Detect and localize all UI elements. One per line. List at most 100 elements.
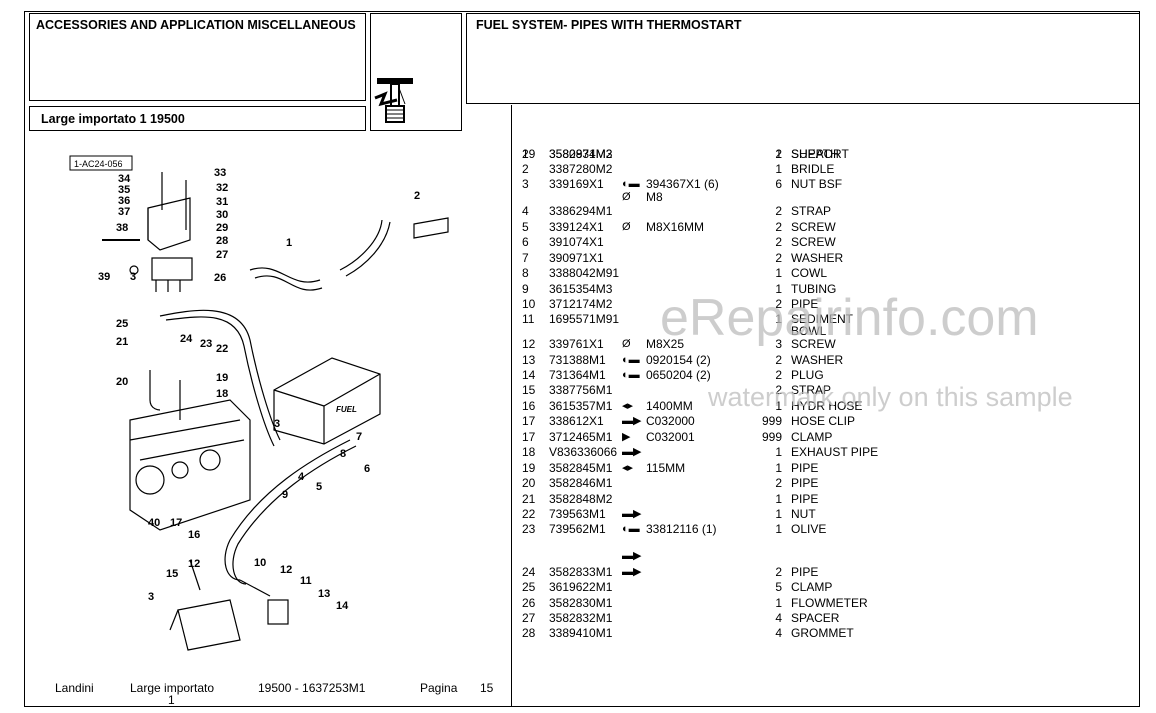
callout-27: 27 <box>216 249 228 261</box>
parts-cell-code: 739563M1 <box>549 507 606 521</box>
parts-cell-qty: 1 <box>775 507 782 521</box>
parts-cell-qty: 1 <box>775 282 782 296</box>
parts-cell-desc: PIPE <box>791 476 819 490</box>
parts-cell-no: 2 <box>522 162 529 176</box>
parts-cell-code: 1695571M91 <box>549 312 620 326</box>
callout-26: 26 <box>214 272 226 284</box>
parts-cell-no: 23 <box>522 522 536 536</box>
parts-cell-code: 731388M1 <box>549 353 606 367</box>
callout-4: 4 <box>298 471 305 483</box>
parts-cell-qty: 2 <box>775 383 782 397</box>
parts-cell-no: 16 <box>522 399 536 413</box>
parts-cell-desc: PIPE <box>791 565 819 579</box>
parts-cell-sym: ◐▬ <box>622 178 640 190</box>
parts-cell-desc: SEDIMENT <box>791 312 854 326</box>
parts-cell-qty: 3 <box>775 337 782 351</box>
parts-cell-code: 3582845M1 <box>549 461 613 475</box>
parts-cell-desc: CLAMP <box>791 430 833 444</box>
parts-cell-no: 11 <box>522 312 535 326</box>
parts-cell-code: 3712465M1 <box>549 430 613 444</box>
parts-cell-qty: 2 <box>775 297 782 311</box>
parts-cell-desc: OLIVE <box>791 522 827 536</box>
parts-cell-sym: Ø <box>622 221 631 233</box>
callout-1: 1 <box>286 237 292 249</box>
parts-cell-desc: TUBING <box>791 282 837 296</box>
parts-cell-sym: ▬▶ <box>622 550 642 562</box>
callout-3-bottom: 3 <box>148 591 154 603</box>
callout-37: 37 <box>118 206 130 218</box>
callout-3-mid: 3 <box>274 418 280 430</box>
parts-cell-code: 3619622M1 <box>549 580 613 594</box>
parts-cell-code: 3582833M1 <box>549 565 613 579</box>
parts-cell-desc: FLOWMETER <box>791 596 868 610</box>
parts-cell-no: 26 <box>522 596 536 610</box>
callout-30: 30 <box>216 209 228 221</box>
parts-cell-qty: 2 <box>775 235 782 249</box>
parts-cell-desc: SCREW <box>791 337 836 351</box>
page-frame-top-line <box>24 11 1140 12</box>
parts-cell-desc: GROMMET <box>791 626 854 640</box>
parts-cell-sym: ◂▸ <box>622 462 634 474</box>
parts-cell-desc: STRAP <box>791 204 832 218</box>
callout-13: 13 <box>318 588 330 600</box>
parts-cell-sym: ◂▸ <box>622 400 634 412</box>
callout-29: 29 <box>216 222 228 234</box>
parts-cell-desc: SUPPORT <box>791 147 849 161</box>
parts-cell-code: 3388042M91 <box>549 266 620 280</box>
parts-cell-qty: 1 <box>775 147 782 161</box>
header-model-box: Large importato 1 19500 <box>29 106 366 131</box>
parts-cell-ref: 0920154 (2) <box>646 353 711 367</box>
callout-18: 18 <box>216 388 228 400</box>
parts-cell-sym: ▬▶ <box>622 508 642 520</box>
parts-cell-qty: 2 <box>775 251 782 265</box>
parts-cell-no: 14 <box>522 368 536 382</box>
page-frame-left-line <box>24 11 25 707</box>
parts-cell-ref: 394367X1 (6) <box>646 177 719 191</box>
parts-cell-qty: 1 <box>775 522 782 536</box>
callout-20: 20 <box>116 376 128 388</box>
parts-cell-qty: 999 <box>761 430 782 444</box>
parts-cell-qty: 1 <box>775 162 782 176</box>
callout-16: 16 <box>188 529 200 541</box>
parts-cell-no: 8 <box>522 266 529 280</box>
parts-cell-qty: 2 <box>775 476 782 490</box>
parts-cell-sym: ▬▶ <box>622 566 642 578</box>
parts-cell-qty: 1 <box>775 492 782 506</box>
parts-cell-code: 3582846M1 <box>549 476 613 490</box>
parts-cell-qty: 1 <box>775 596 782 610</box>
parts-cell-desc: SCREW <box>791 235 836 249</box>
parts-cell-code: 3712174M2 <box>549 297 613 311</box>
column-divider-line <box>511 105 512 706</box>
parts-cell-code: 3582832M1 <box>549 611 613 625</box>
parts-cell-no: 12 <box>522 337 536 351</box>
callout-19: 19 <box>216 372 228 384</box>
callout-5: 5 <box>316 481 322 493</box>
parts-cell-desc: EXHAUST PIPE <box>791 445 879 459</box>
parts-cell-sym: ◐▬ <box>622 354 640 366</box>
footer-model-line2: 1 <box>168 693 175 707</box>
parts-cell-code: 3580974M2 <box>549 147 613 161</box>
parts-cell-code: 739562M1 <box>549 522 606 536</box>
parts-cell-code: 338612X1 <box>549 414 604 428</box>
parts-cell-desc: HYDR HOSE <box>791 399 863 413</box>
callout-2: 2 <box>414 190 420 202</box>
parts-cell-no: 17 <box>522 414 536 428</box>
parts-cell-code: 3615354M3 <box>549 282 613 296</box>
parts-cell-sym: ◐▬ <box>622 523 640 535</box>
parts-cell-no: 25 <box>522 580 536 594</box>
parts-cell-no: 21 <box>522 492 536 506</box>
parts-cell-desc: COWL <box>791 266 827 280</box>
parts-cell-desc: STRAP <box>791 383 832 397</box>
parts-cell-code: 339124X1 <box>549 220 604 234</box>
parts-cell-desc: CLAMP <box>791 580 833 594</box>
header-left-title: ACCESSORIES AND APPLICATION MISCELLANEOU… <box>36 18 356 32</box>
parts-cell-code: 3387756M1 <box>549 383 613 397</box>
parts-cell-qty: 1 <box>775 461 782 475</box>
parts-cell-code: 731364M1 <box>549 368 606 382</box>
parts-cell-code: 3582830M1 <box>549 596 613 610</box>
parts-cell-no: 17 <box>522 430 536 444</box>
callout-11: 11 <box>300 575 312 587</box>
parts-cell-no: 3 <box>522 177 529 191</box>
parts-cell-no: 5 <box>522 220 529 234</box>
parts-cell-qty: 6 <box>775 177 782 191</box>
